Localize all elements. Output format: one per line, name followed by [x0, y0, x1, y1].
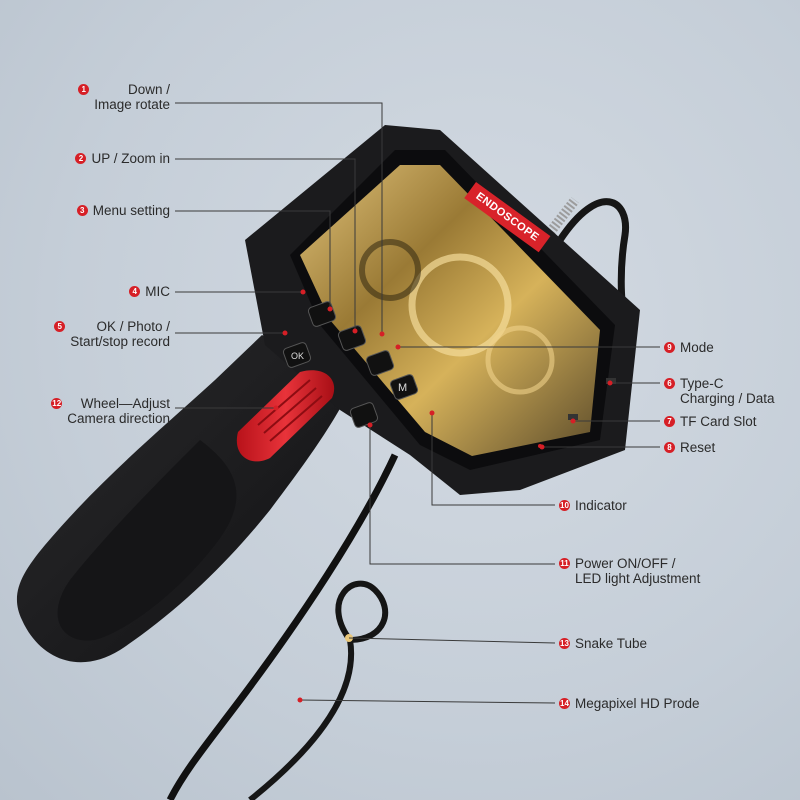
callout-number: 1	[78, 84, 90, 95]
callout-label: Camera direction	[67, 411, 170, 426]
callout-label: OK / Photo /	[96, 319, 170, 334]
callout-label: Menu setting	[92, 203, 170, 218]
callout-label: UP / Zoom in	[91, 151, 170, 166]
callout-label: Reset	[680, 440, 716, 455]
down-button	[365, 350, 395, 376]
callout-snake-tube: 13 Snake Tube	[559, 636, 647, 651]
callout-number: 9	[664, 342, 675, 353]
callout-label: Wheel—Adjust	[80, 396, 170, 411]
spring-guard	[544, 196, 579, 239]
ok-button	[282, 342, 312, 368]
callout-number: 4	[129, 286, 141, 297]
callout-label: Down /	[127, 82, 170, 97]
screen-gear-1	[408, 253, 512, 357]
screen-gear-3	[485, 325, 555, 395]
tf-slot	[568, 414, 578, 420]
up-button	[337, 325, 367, 351]
mode-button-glyph: M	[398, 382, 407, 394]
callout-power: 11 Power ON/OFF /LED light Adjustment	[559, 556, 700, 586]
callout-number: 8	[664, 442, 675, 453]
callout-mode: 9 Mode	[664, 340, 714, 355]
snake-tube	[248, 639, 355, 800]
callout-tf-card: 7 TF Card Slot	[664, 414, 757, 429]
callout-label: Charging / Data	[680, 391, 775, 406]
callout-number: 5	[54, 321, 66, 332]
ok-button-glyph: OK	[291, 351, 304, 361]
callout-label: Mode	[680, 340, 714, 355]
callout-label: MIC	[145, 284, 170, 299]
callout-label: Type-C	[680, 376, 724, 391]
callout-label: Snake Tube	[575, 636, 648, 651]
callout-label: Image rotate	[94, 97, 170, 112]
callout-label: Start/stop record	[70, 334, 170, 349]
callout-label: Power ON/OFF /	[575, 556, 676, 571]
callout-menu-setting: 3 Menu setting	[76, 203, 170, 218]
callout-label: LED light Adjustment	[575, 571, 701, 586]
leader-lines	[175, 102, 660, 704]
screen	[300, 165, 600, 456]
callout-label: Indicator	[575, 498, 627, 513]
callout-down-image-rotate: 1 Down /Image rotate	[78, 82, 170, 112]
callout-number: 11	[559, 558, 570, 569]
callout-indicator: 10 Indicator	[559, 498, 627, 513]
screen-gear-2	[359, 239, 421, 301]
callout-number: 2	[75, 153, 87, 164]
callout-hd-probe: 14 Megapixel HD Prode	[559, 696, 700, 711]
callout-number: 12	[51, 398, 63, 409]
callout-label: TF Card Slot	[680, 414, 757, 429]
callout-ok-photo: 5 OK / Photo /Start/stop record	[54, 319, 170, 349]
grip-pad	[57, 440, 237, 641]
wheel-ridges	[257, 379, 323, 442]
callout-mic: 4 MIC	[129, 284, 170, 299]
callout-number: 3	[76, 205, 88, 216]
callout-number: 13	[559, 638, 570, 649]
leader-dots	[273, 289, 613, 703]
callout-number: 6	[664, 378, 675, 389]
callout-label: Megapixel HD Prode	[575, 696, 700, 711]
callout-number: 7	[664, 416, 675, 427]
callout-reset: 8 Reset	[664, 440, 715, 455]
callout-number: 14	[559, 698, 570, 709]
mode-button	[389, 374, 419, 400]
callout-up-zoom-in: 2 UP / Zoom in	[75, 151, 170, 166]
callout-number: 10	[559, 500, 570, 511]
probe-cable	[166, 453, 399, 800]
power-button	[349, 402, 379, 428]
snake-tube-loop	[335, 580, 389, 643]
